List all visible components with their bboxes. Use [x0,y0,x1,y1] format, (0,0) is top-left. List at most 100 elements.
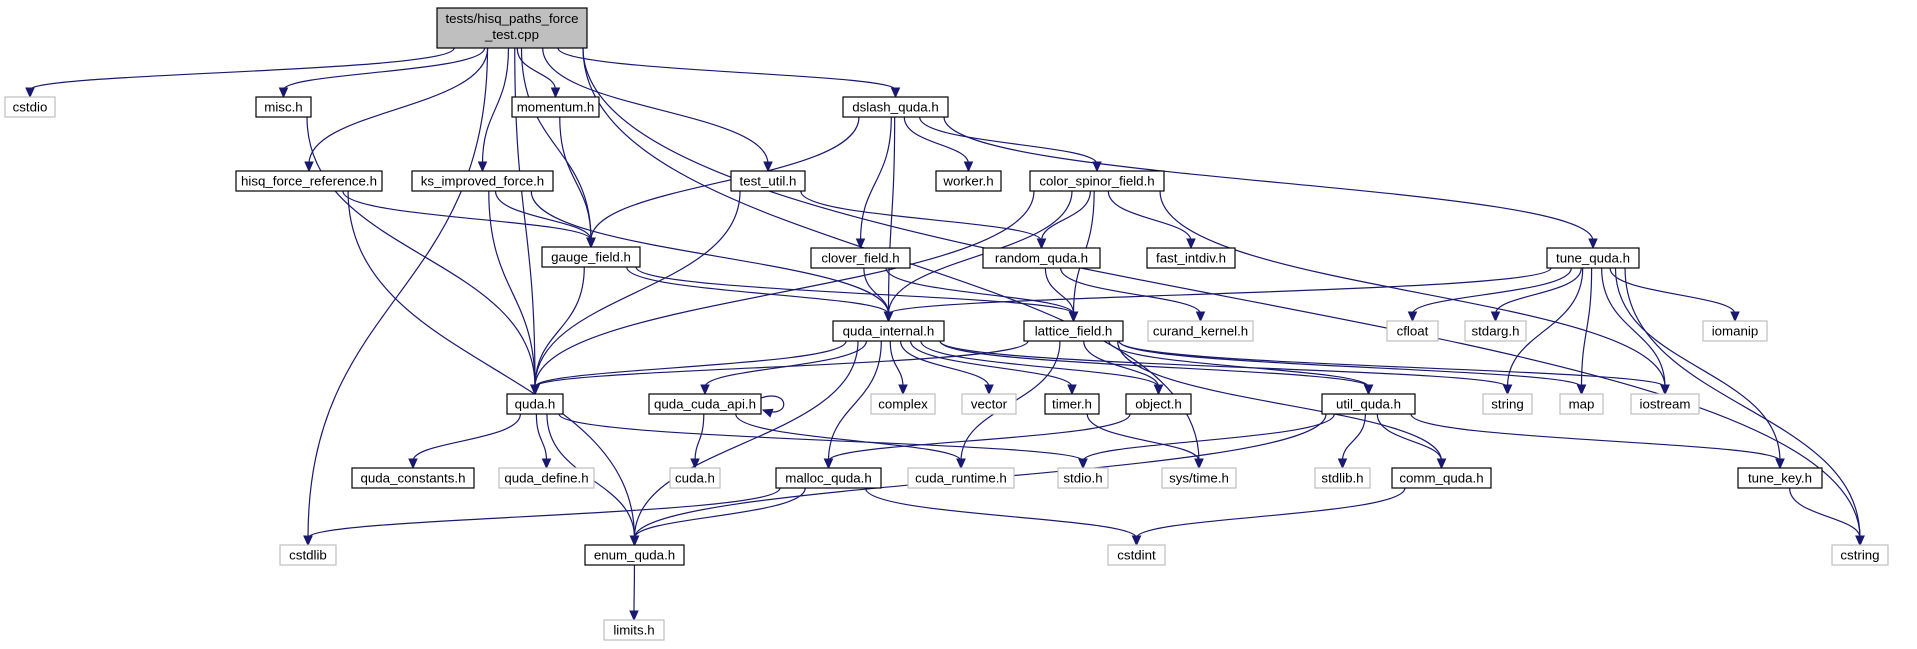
node-momentum[interactable]: momentum.h [511,96,600,118]
edge-lattice-to-quda [530,340,1029,396]
edge-object-to-malloc [823,413,1131,470]
node-quda_internal[interactable]: quda_internal.h [832,320,945,342]
node-ksimp-label: ks_improved_force.h [421,174,544,189]
edge-quda_internal-to-complex [889,340,908,396]
node-iomanip[interactable]: iomanip [1702,320,1768,342]
node-cudaruntime[interactable]: cuda_runtime.h [907,467,1015,489]
node-tune-label: tune_quda.h [1556,251,1630,266]
node-enum[interactable]: enum_quda.h [584,544,685,566]
edge-tunekey-to-cstring [1789,487,1865,547]
edge-quda-to-stdioh [558,413,1088,470]
node-cstdint[interactable]: cstdint [1107,544,1166,566]
node-misc[interactable]: misc.h [255,96,312,118]
node-vector-label: vector [971,397,1008,412]
node-stdlib-label: stdlib.h [1321,471,1363,486]
node-tune[interactable]: tune_quda.h [1546,247,1640,269]
node-comm[interactable]: comm_quda.h [1391,467,1492,489]
edge-tune-to-iostream [1601,267,1670,396]
node-systime-label: sys/time.h [1169,471,1229,486]
node-enum-label: enum_quda.h [594,548,675,563]
edges-layer [25,47,1865,622]
node-cstdlib[interactable]: cstdlib [279,544,337,566]
edge-malloc-to-enum [629,487,806,547]
edge-gauge-to-quda_internal [626,266,894,323]
node-comm-label: comm_quda.h [1399,471,1483,486]
edge-utilquda-to-comm [1376,413,1447,470]
node-worker-label: worker.h [942,174,993,189]
edge-quda-to-qconst [408,413,521,470]
edge-dslash-to-colorspinor [919,116,1102,173]
node-timer[interactable]: timer.h [1044,393,1100,415]
node-qconst[interactable]: quda_constants.h [351,467,475,489]
node-iostream[interactable]: iostream [1630,393,1700,415]
node-hisqref[interactable]: hisq_force_reference.h [235,170,383,192]
node-dslash[interactable]: dslash_quda.h [842,96,949,118]
node-qdefine[interactable]: quda_define.h [498,467,595,489]
node-stdlib[interactable]: stdlib.h [1314,467,1371,489]
node-cudah-label: cuda.h [675,471,715,486]
node-string[interactable]: string [1482,393,1533,415]
node-cudaapi-label: quda_cuda_api.h [654,397,756,412]
node-stdioh[interactable]: stdio.h [1057,467,1109,489]
node-malloc[interactable]: malloc_quda.h [775,467,882,489]
node-quda_internal-label: quda_internal.h [843,324,935,339]
edge-gauge-to-lattice [635,266,1079,323]
edge-tune-to-stdarg [1490,267,1582,323]
edge-utilquda-to-tunekey [1410,413,1785,470]
node-cfloat[interactable]: cfloat [1386,320,1439,342]
node-random-label: random_quda.h [995,251,1088,266]
node-qconst-label: quda_constants.h [361,471,466,486]
node-complex-label: complex [878,397,928,412]
node-root[interactable]: tests/hisq_paths_force_test.cpp [436,7,588,49]
node-limits[interactable]: limits.h [603,619,665,641]
node-string-label: string [1491,397,1524,412]
edge-comm-to-cstdint [1131,487,1406,547]
node-complex[interactable]: complex [870,393,936,415]
node-cstring[interactable]: cstring [1831,544,1889,566]
edge-clover-to-lattice [885,267,1079,323]
node-map[interactable]: map [1559,393,1604,415]
node-worker[interactable]: worker.h [935,170,1002,192]
node-cstdio[interactable]: cstdio [4,96,56,118]
edge-random-to-lattice [1044,267,1079,323]
node-stdarg[interactable]: stdarg.h [1464,320,1527,342]
node-colorspinor-label: color_spinor_field.h [1039,174,1154,189]
node-curand[interactable]: curand_kernel.h [1147,320,1254,342]
edge-root-to-misc [278,47,486,99]
node-testutil[interactable]: test_util.h [730,170,806,192]
node-gauge[interactable]: gauge_field.h [541,246,641,268]
edge-utilquda-to-stdioh [1078,413,1335,470]
node-ksimp[interactable]: ks_improved_force.h [411,170,554,192]
node-curand-label: curand_kernel.h [1153,324,1248,339]
edge-root-to-testutil [542,47,773,173]
node-systime[interactable]: sys/time.h [1161,467,1237,489]
node-object[interactable]: object.h [1125,393,1192,415]
node-iomanip-label: iomanip [1712,324,1759,339]
edge-root-to-hisqref [304,47,489,173]
node-random[interactable]: random_quda.h [982,247,1101,269]
node-lattice[interactable]: lattice_field.h [1023,320,1124,342]
node-vector[interactable]: vector [961,393,1017,415]
edge-hisqref-to-gauge [342,190,596,249]
edge-cudaapi-to-cudaapi [760,395,785,418]
node-cudaapi[interactable]: quda_cuda_api.h [648,393,762,415]
node-utilquda[interactable]: util_quda.h [1321,393,1416,415]
edge-quda_internal-to-timer [909,340,1077,396]
edge-quda-to-qdefine [535,413,552,470]
node-clover[interactable]: clover_field.h [810,247,911,269]
edge-testutil-to-quda [530,190,741,396]
node-colorspinor[interactable]: color_spinor_field.h [1029,170,1165,192]
node-utilquda-label: util_quda.h [1336,397,1401,412]
node-root-label-line-2: _test.cpp [484,27,539,42]
node-quda-label: quda.h [515,397,556,412]
edge-quda_internal-to-quda [530,340,847,396]
node-tunekey[interactable]: tune_key.h [1737,467,1823,489]
node-quda[interactable]: quda.h [506,393,564,415]
node-cudah[interactable]: cuda.h [669,467,721,489]
edge-utilquda-to-stdlib [1337,413,1366,470]
node-fastintdiv[interactable]: fast_intdiv.h [1146,247,1236,269]
edge-quda_internal-to-enum [629,340,859,547]
edge-lattice-to-map [1118,340,1587,396]
edge-hisqref-to-enum [347,190,640,547]
